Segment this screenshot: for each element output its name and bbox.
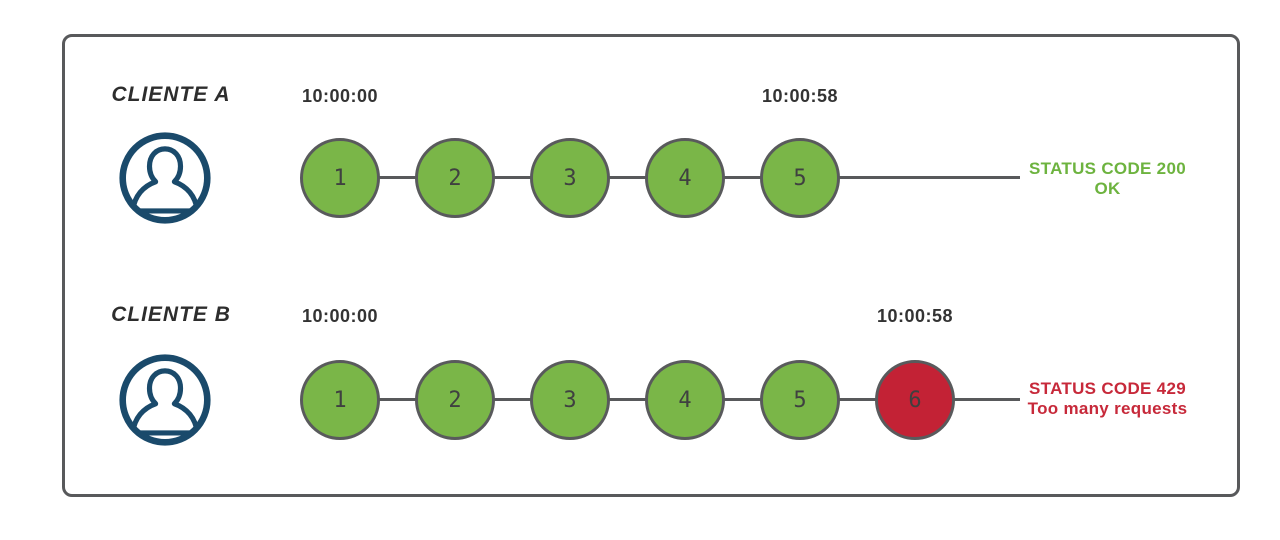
- status-message-line: Too many requests: [1027, 399, 1188, 418]
- request-sequence: 1 2 3 4 5: [300, 138, 840, 218]
- status-text: STATUS CODE 200 OK: [990, 159, 1225, 199]
- request-circle: 5: [760, 138, 840, 218]
- end-timestamp: 10:00:58: [876, 306, 954, 326]
- request-circle: 4: [645, 360, 725, 440]
- end-timestamp: 10:00:58: [761, 86, 839, 106]
- request-circle: 1: [300, 138, 380, 218]
- user-icon: [119, 132, 211, 224]
- request-sequence: 1 2 3 4 5 6: [300, 360, 955, 440]
- request-circle: 2: [415, 360, 495, 440]
- request-circle: 3: [530, 138, 610, 218]
- client-a-label: CLIENTE A: [111, 83, 231, 106]
- user-icon: [119, 354, 211, 446]
- status-message-line: OK: [1094, 179, 1121, 198]
- client-b-label: CLIENTE B: [111, 303, 231, 326]
- start-timestamp: 10:00:00: [301, 86, 379, 106]
- status-code-line: STATUS CODE 200: [1029, 159, 1186, 178]
- request-circle: 3: [530, 360, 610, 440]
- request-circle: 4: [645, 138, 725, 218]
- status-code-line: STATUS CODE 429: [1029, 379, 1186, 398]
- diagram-frame: CLIENTE A 10:00:00 10:00:58 1 2 3 4 5 ST…: [62, 34, 1240, 497]
- start-timestamp: 10:00:00: [301, 306, 379, 326]
- request-circle: 5: [760, 360, 840, 440]
- request-circle: 1: [300, 360, 380, 440]
- status-text: STATUS CODE 429 Too many requests: [990, 379, 1225, 419]
- request-circle: 2: [415, 138, 495, 218]
- request-circle-blocked: 6: [875, 360, 955, 440]
